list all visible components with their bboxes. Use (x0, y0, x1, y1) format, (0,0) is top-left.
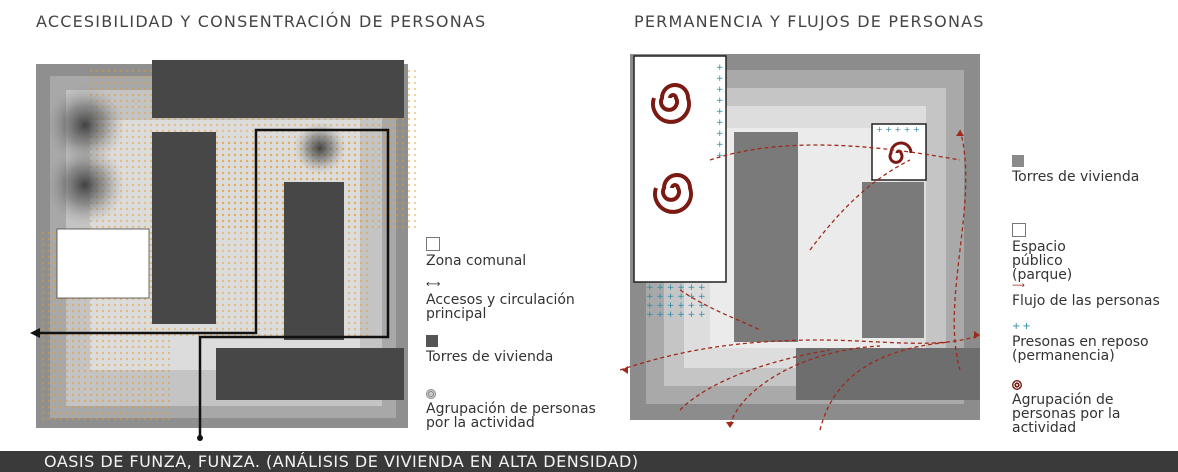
legend-item-communal: Zona comunal (426, 237, 526, 268)
people-flow-paths (620, 129, 981, 431)
red-spiral-icon (1012, 380, 1022, 390)
tower-bottom-right-plan (796, 348, 980, 400)
footer-caption: OASIS DE FUNZA, FUNZA. (ANÁLISIS DE VIVI… (44, 452, 639, 471)
communal-zone (56, 228, 150, 299)
rest-plus-row: + + + + + (876, 125, 920, 134)
left-site-plan (30, 60, 420, 441)
access-point-icon (197, 435, 203, 441)
rest-plus-column: +++++++++ (716, 63, 724, 161)
white-square-icon (1012, 223, 1026, 237)
right-site-plan: +++++++++ + + + + + + + + + + ++ + + + +… (620, 54, 981, 431)
legend-item-circulation: ⟷ Accesos y circulación principal (426, 279, 596, 322)
legend-item-public-space: Espacio público (parque) (1012, 223, 1090, 282)
legend-item-towers-right: Torres de vivienda (1012, 155, 1139, 184)
plus-icon: ++ (1012, 321, 1033, 332)
legend-item-flow: ⟶ Flujo de las personas (1012, 281, 1160, 309)
tower-left-right-plan (734, 132, 798, 342)
concentration-spot (294, 122, 346, 174)
flow-arrowheads (622, 130, 980, 428)
left-panel-title: ACCESIBILIDAD Y CONSENTRACIÓN DE PERSONA… (36, 12, 487, 31)
tower-top (152, 60, 404, 118)
main-circulation-path (36, 128, 390, 438)
dark-square-icon (426, 335, 438, 347)
legend-item-groups-left: Agrupación de personas por la actividad (426, 389, 596, 430)
footer-bar: OASIS DE FUNZA, FUNZA. (ANÁLISIS DE VIVI… (0, 451, 1178, 472)
zoom-inset-main (633, 55, 727, 283)
spiral-group-icon (888, 141, 913, 164)
legend-item-towers-left: Torres de vivienda (426, 335, 553, 364)
legend-item-rest: ++ Presonas en reposo (permanencia) (1012, 321, 1162, 364)
tower-bottom (216, 348, 404, 400)
red-arrow-icon: ⟶ (1012, 281, 1025, 291)
tower-left (152, 132, 216, 324)
right-panel-title: PERMANENCIA Y FLUJOS DE PERSONAS (634, 12, 985, 31)
white-square-icon (426, 237, 440, 251)
spiral-icon (426, 389, 436, 399)
gray-square-icon (1012, 155, 1024, 167)
line-arrow-icon: ⟷ (426, 279, 441, 290)
concentration-spot (45, 85, 125, 165)
spiral-group-icon (651, 83, 693, 214)
rest-plus-grid: + + + + + ++ + + + + ++ + + + + ++ + + +… (646, 283, 706, 320)
tower-center-right-plan (862, 182, 924, 338)
tower-center (284, 182, 344, 340)
legend-item-groups-right: Agrupación de personas por la actividad (1012, 380, 1162, 435)
concentration-spot (45, 145, 125, 225)
access-arrow-icon (30, 328, 40, 338)
